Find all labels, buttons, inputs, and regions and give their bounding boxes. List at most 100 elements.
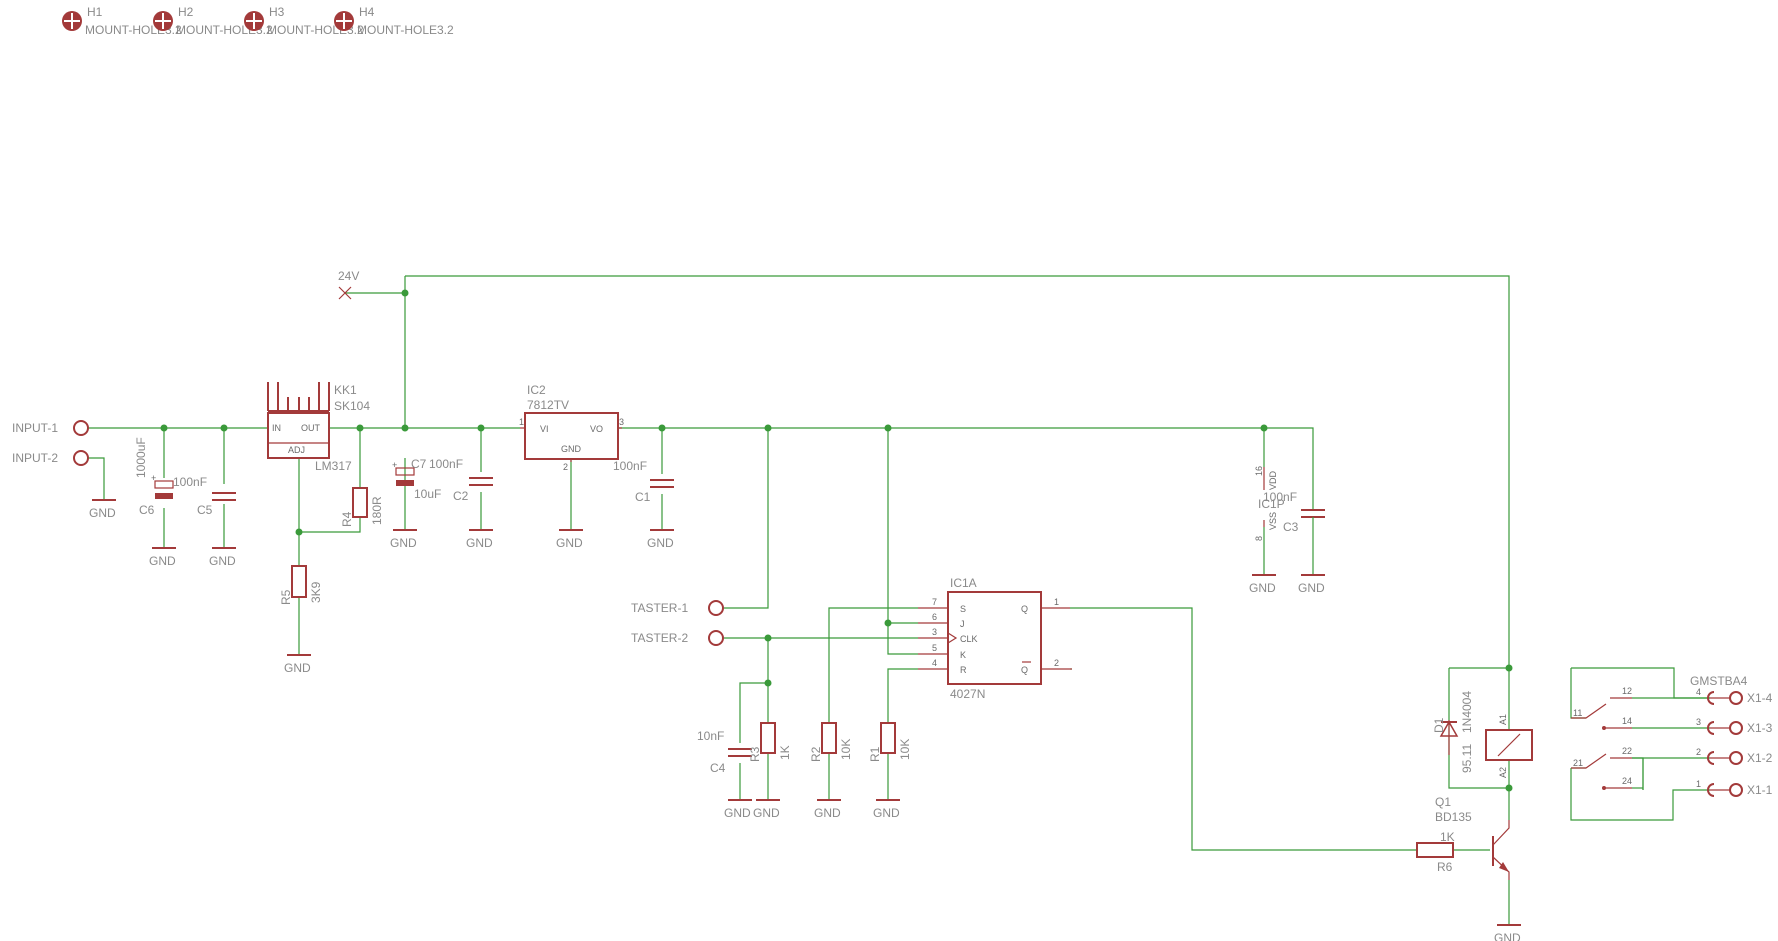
lm317-pin-adj: ADJ — [288, 445, 305, 455]
flipflop-ic1a — [918, 591, 1072, 685]
connector-num-1: 1 — [1696, 779, 1701, 789]
supply-24v-label: 24V — [338, 269, 359, 283]
c6-ref: C6 — [139, 503, 155, 517]
c1-value: 100nF — [613, 459, 647, 473]
regulator-lm317 — [267, 412, 330, 459]
ic1p-ref: IC1P — [1258, 497, 1285, 511]
resistor-r4 — [352, 487, 368, 518]
relay-contact-24: 24 — [1622, 776, 1632, 786]
input-1-terminal[interactable] — [73, 420, 89, 436]
ic2-pin-vi: VI — [540, 424, 549, 434]
ic1a-value: 4027N — [950, 687, 985, 701]
ic1a-pin-clk: CLK — [960, 634, 978, 644]
r3-value: 1K — [778, 745, 792, 760]
ic1a-num-s: 7 — [932, 597, 937, 607]
mount-hole-h2-ref: H2 — [178, 5, 194, 19]
ic2-pin3: 3 — [619, 417, 624, 427]
c4-value: 10nF — [697, 729, 724, 743]
c3-ref: C3 — [1283, 520, 1299, 534]
ic1p-vss: VSS — [1268, 512, 1278, 530]
resistor-r1 — [880, 722, 896, 754]
c5-value: 100nF — [173, 475, 207, 489]
ic1a-pin-j: J — [960, 619, 965, 629]
ic1a-pin-k: K — [960, 650, 966, 660]
gnd-label: GND — [209, 554, 236, 568]
input-2-terminal[interactable] — [73, 450, 89, 466]
lm317-pin-out: OUT — [301, 423, 321, 433]
ic1p-vss-pin: 8 — [1254, 536, 1264, 541]
connector-x1-3[interactable] — [1707, 721, 1743, 735]
c3-value: 100nF — [1263, 490, 1297, 504]
ic1a-num-clk: 3 — [932, 627, 937, 637]
c6-value: 1000uF — [134, 437, 148, 478]
d1-value: 1N4004 — [1460, 691, 1474, 733]
ic2-pin2: 2 — [563, 462, 568, 472]
supply-24v-marker — [338, 286, 352, 300]
input-1-label: INPUT-1 — [12, 421, 58, 435]
mount-hole-h3-ref: H3 — [269, 5, 285, 19]
r5-ref: R5 — [279, 589, 293, 605]
connector-x1-2[interactable] — [1707, 751, 1743, 765]
connector-pin-x1-4: X1-4 — [1747, 691, 1773, 705]
connector-value: GMSTBA4 — [1690, 674, 1748, 688]
connector-x1-4[interactable] — [1707, 691, 1743, 705]
heatsink-kk1 — [267, 382, 330, 412]
r4-ref: R4 — [340, 511, 354, 527]
k1-a1: A1 — [1498, 714, 1508, 725]
connector-num-4: 4 — [1696, 687, 1701, 697]
r6-value: 1K — [1440, 830, 1455, 844]
r6-ref: R6 — [1437, 860, 1453, 874]
mount-hole-h4 — [334, 11, 354, 31]
lm317-pin-in: IN — [272, 423, 281, 433]
ic1a-num-q: 1 — [1054, 597, 1059, 607]
c1-ref: C1 — [635, 490, 651, 504]
d1-ref: D1 — [1432, 717, 1446, 733]
resistor-r3 — [760, 722, 776, 754]
connector-num-3: 3 — [1696, 717, 1701, 727]
c4-ref: C4 — [710, 761, 726, 775]
resistor-r6 — [1416, 842, 1454, 858]
gnd-label: GND — [390, 536, 417, 550]
gnd-label: GND — [814, 806, 841, 820]
gnd-label: GND — [284, 661, 311, 675]
r1-ref: R1 — [868, 746, 882, 762]
c2-ref: C2 — [453, 489, 469, 503]
kk1-value: SK104 — [334, 399, 370, 413]
taster-2-label: TASTER-2 — [631, 631, 688, 645]
ic1p-vdd: VDD — [1268, 470, 1278, 490]
c7-ref: C7 — [411, 457, 427, 471]
r2-value: 10K — [839, 739, 853, 760]
gnd-label: GND — [1494, 931, 1521, 941]
ic2-pin1: 1 — [519, 417, 524, 427]
connector-pin-x1-1: X1-1 — [1747, 783, 1773, 797]
ic1p-vdd-pin: 16 — [1254, 466, 1264, 476]
gnd-label: GND — [753, 806, 780, 820]
capacitor-c4 — [728, 748, 752, 757]
c7-value: 10uF — [414, 487, 441, 501]
relay-coil-k1 — [1485, 729, 1533, 761]
relay-contact-11: 11 — [1573, 708, 1582, 718]
r2-ref: R2 — [809, 746, 823, 762]
svg-text:+: + — [151, 473, 156, 483]
ic1a-num-qn: 2 — [1054, 658, 1059, 668]
input-2-label: INPUT-2 — [12, 451, 58, 465]
regulator-7812 — [520, 412, 622, 462]
resistor-r2 — [821, 722, 837, 754]
gnd-label: GND — [647, 536, 674, 550]
ic1a-ref: IC1A — [950, 576, 977, 590]
ic2-ref: IC2 — [527, 383, 546, 397]
connector-x1-1[interactable] — [1707, 783, 1743, 797]
taster-1-terminal[interactable] — [708, 600, 724, 616]
resistor-r5 — [291, 565, 307, 598]
ic1a-num-k: 5 — [932, 643, 937, 653]
ic1a-num-r: 4 — [932, 658, 937, 668]
gnd-label: GND — [1298, 581, 1325, 595]
ic1a-pin-s: S — [960, 604, 966, 614]
r3-ref: R3 — [748, 746, 762, 762]
gnd-label: GND — [873, 806, 900, 820]
ic2-value: 7812TV — [527, 398, 569, 412]
relay-contact-12: 12 — [1622, 686, 1632, 696]
r5-value: 3K9 — [309, 581, 323, 603]
c5-ref: C5 — [197, 503, 213, 517]
taster-2-terminal[interactable] — [708, 630, 724, 646]
